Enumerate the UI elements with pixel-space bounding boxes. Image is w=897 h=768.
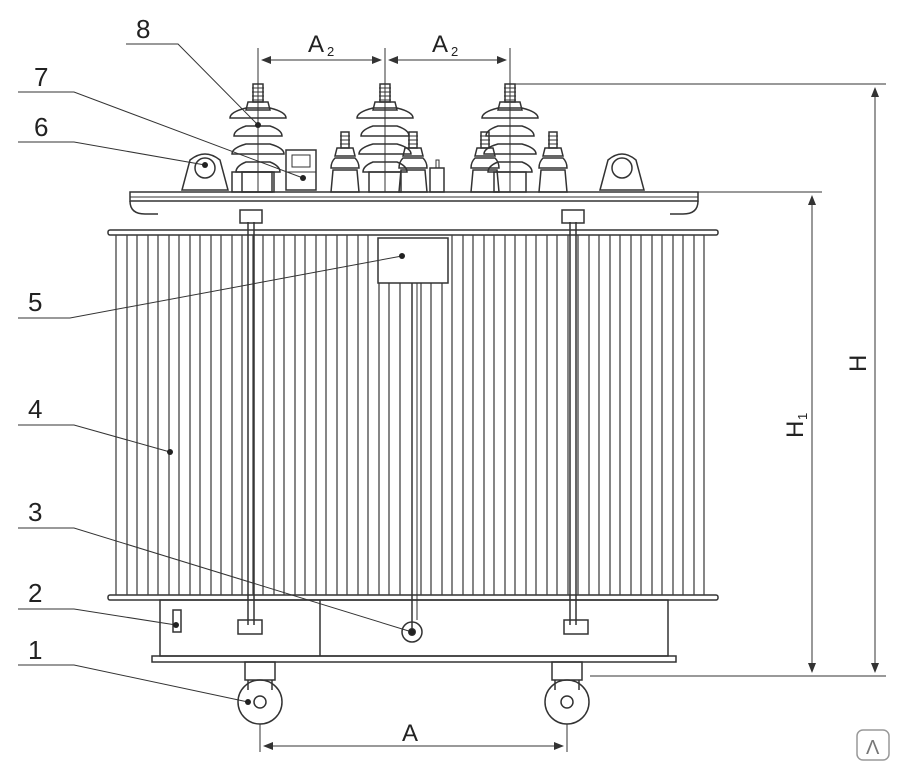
nameplate	[377, 237, 449, 284]
wheel-right	[544, 661, 590, 725]
dimension-h1	[698, 191, 822, 673]
dimension-h	[510, 83, 886, 677]
callout-8: 8	[136, 14, 150, 44]
callout-4: 4	[28, 394, 42, 424]
ground-terminal	[172, 609, 182, 633]
hv-bushing	[356, 83, 414, 193]
callout-2: 2	[28, 578, 42, 608]
lv-bushing	[470, 131, 500, 193]
dimension-a2-right-label: A	[432, 31, 448, 58]
thermometer-device	[285, 149, 317, 191]
wheel-left	[237, 661, 283, 725]
tank-base	[151, 599, 677, 663]
hv-bushing	[481, 83, 539, 193]
lv-bushing	[398, 131, 428, 193]
hv-bushing	[229, 83, 287, 193]
lifting-eye-left	[181, 153, 229, 191]
logo-glyph: Λ	[866, 737, 880, 759]
dimension-h1-sub: 1	[795, 413, 810, 420]
lv-bushing	[538, 131, 568, 193]
callout-1: 1	[28, 635, 42, 665]
callout-3: 3	[28, 497, 42, 527]
dimension-a2-left-sub: 2	[327, 44, 334, 59]
callout-7: 7	[34, 62, 48, 92]
dimension-a-label: A	[402, 720, 418, 747]
dimension-h1-label: H	[782, 421, 809, 438]
radiator	[107, 222, 719, 630]
bushing-base-left	[231, 171, 273, 193]
dimension-a2-left-label: A	[308, 31, 324, 58]
corner-logo: Λ	[856, 729, 890, 761]
dimension-h-label: H	[845, 355, 872, 372]
dimension-a2-right-sub: 2	[451, 44, 458, 59]
callout-leaders	[18, 43, 415, 705]
gas-relay-device	[429, 159, 445, 193]
callout-5: 5	[28, 287, 42, 317]
tank-lid	[129, 191, 699, 224]
lifting-eye-right	[599, 153, 645, 191]
lv-bushing	[330, 131, 360, 193]
callout-6: 6	[34, 112, 48, 142]
dimension-a	[259, 724, 568, 752]
dimension-a2	[257, 48, 511, 88]
